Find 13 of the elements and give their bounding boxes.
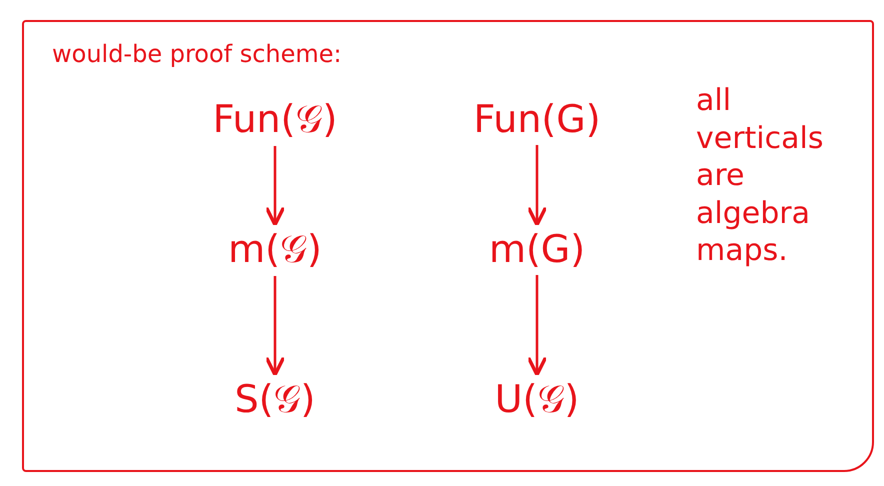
note: all verticals are algebra maps. (696, 82, 824, 270)
arrow (526, 145, 548, 226)
math-expression: Fun(𝒢) (175, 97, 375, 142)
math-expression: m(𝒢) (175, 227, 375, 272)
math-expression: Fun(G) (437, 97, 637, 141)
heading: would-be proof scheme: (52, 40, 342, 68)
arrow (264, 276, 286, 376)
arrow (526, 275, 548, 376)
math-expression: S(𝒢) (175, 377, 375, 422)
scheme-frame (22, 20, 874, 472)
math-expression: m(G) (437, 227, 637, 271)
math-expression: U(𝒢) (437, 377, 637, 422)
arrow (264, 146, 286, 226)
